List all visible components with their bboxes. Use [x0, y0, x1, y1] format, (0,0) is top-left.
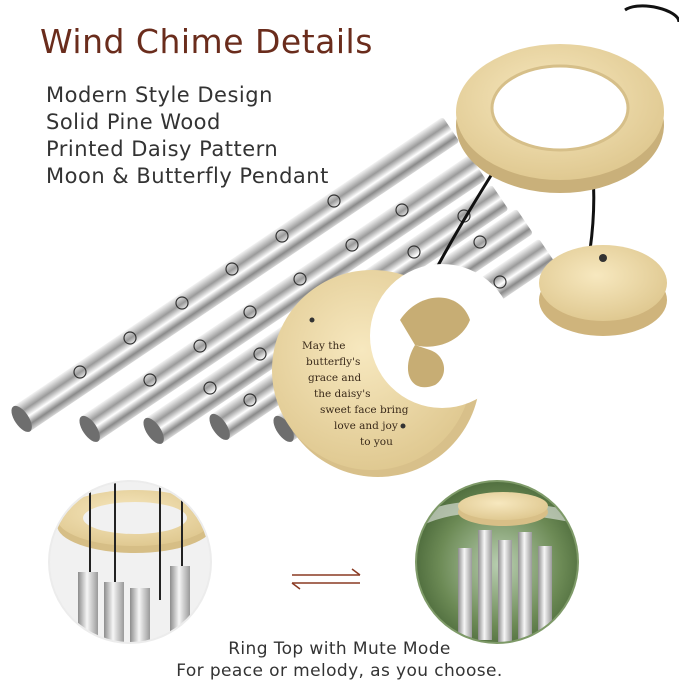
wooden-ring-top	[456, 44, 664, 193]
pendant-line: love and joy	[334, 420, 398, 432]
outdoor-closeup	[415, 480, 579, 644]
caption-line-1: Ring Top with Mute Mode	[228, 639, 451, 659]
swap-arrows-icon	[291, 568, 361, 590]
pendant-line: to you	[360, 436, 393, 448]
page-title: Wind Chime Details	[40, 22, 373, 61]
ring-top-closeup	[48, 480, 212, 644]
feature-item: Solid Pine Wood	[46, 110, 221, 134]
pendant-line: grace and	[308, 372, 362, 384]
feature-list: Modern Style Design Solid Pine Wood Prin…	[46, 82, 329, 190]
pendant-line: May the	[302, 340, 346, 352]
wooden-striker	[539, 245, 667, 336]
feature-item: Printed Daisy Pattern	[46, 137, 279, 161]
feature-item: Modern Style Design	[46, 83, 273, 107]
pendant-line: the daisy's	[314, 388, 371, 400]
feature-item: Moon & Butterfly Pendant	[46, 164, 329, 188]
pendant-line: butterfly's	[306, 356, 361, 368]
pendant-line: sweet face bring	[320, 404, 409, 416]
moon-butterfly-pendant	[272, 264, 514, 477]
caption-line-2: For peace or melody, as you choose.	[176, 661, 503, 681]
